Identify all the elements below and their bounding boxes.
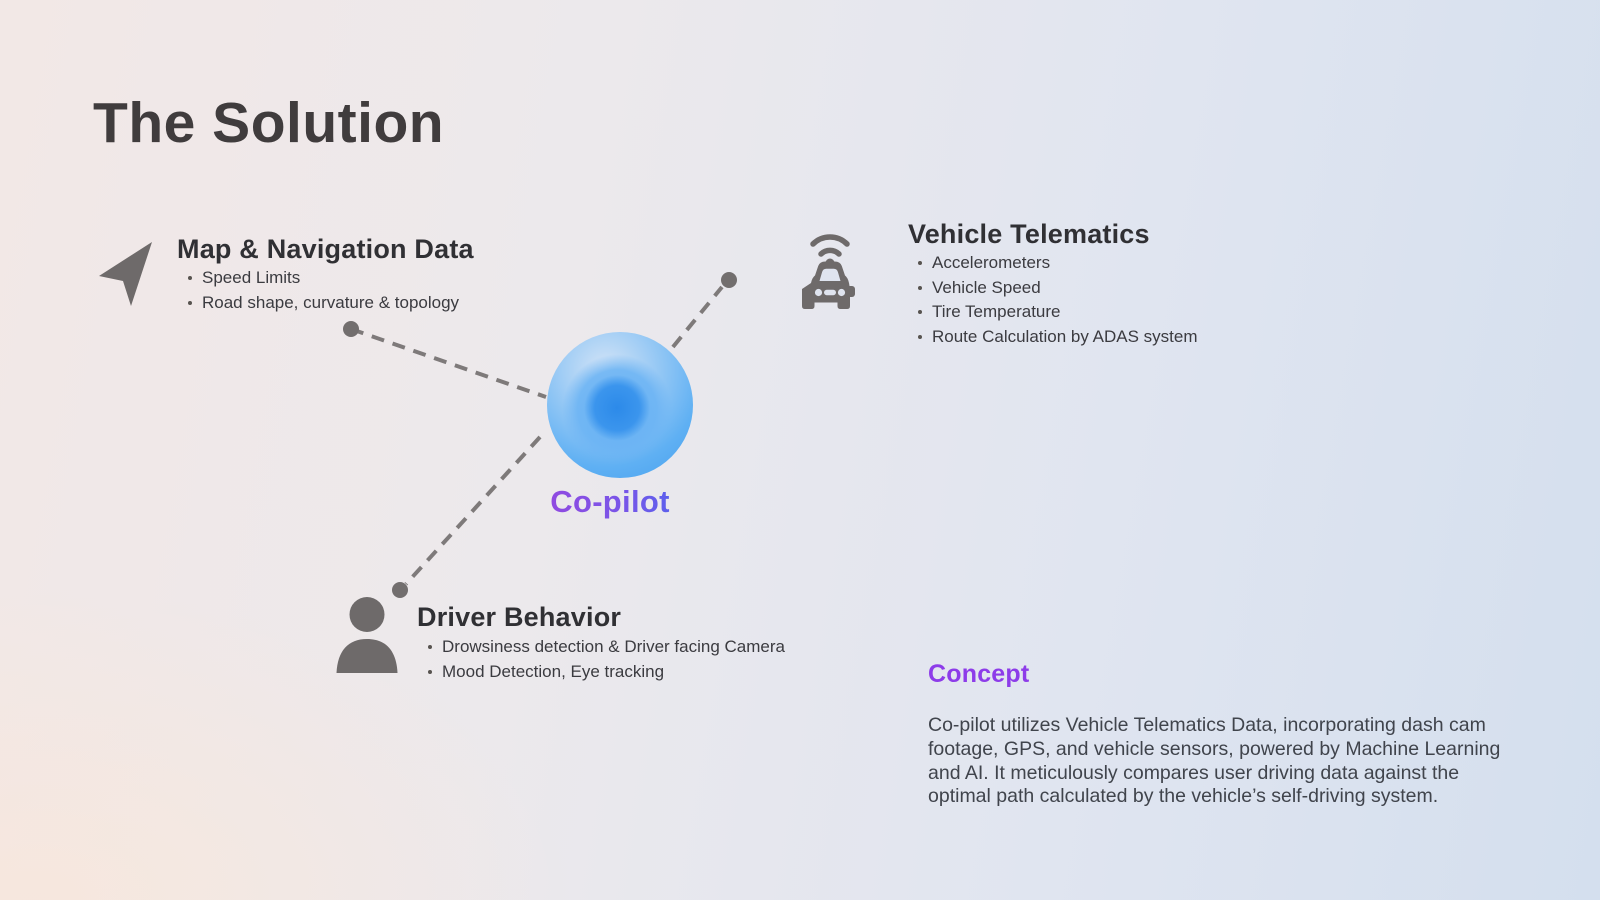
node-title-driver-behavior: Driver Behavior [417,602,622,632]
bullet-dot-icon [918,334,922,339]
bullet-text: Tire Temperature [932,302,1061,321]
bullet-dot-icon [918,261,922,265]
bullet-item: Drowsiness detection & Driver facing Cam… [428,635,785,660]
bullet-text: Vehicle Speed [932,277,1041,297]
bullet-item: Road shape, curvature & topology [188,291,459,316]
node-title-map-navigation: Map & Navigation Data [177,234,474,264]
bullet-item: Vehicle Speed [918,276,1198,301]
connector-dot [343,321,359,337]
copilot-label: Co-pilot [505,484,715,520]
bullet-dot-icon [428,669,432,674]
connected-car-icon [798,224,862,324]
bullet-dot-icon [188,300,192,305]
bullet-text: Road shape, curvature & topology [202,292,460,312]
bullet-dot-icon [428,645,432,649]
bullet-text: Speed Limits [202,268,301,287]
node-title-vehicle-telematics: Vehicle Telematics [908,219,1150,249]
bullet-text: Accelerometers [932,253,1051,272]
bullet-text: Route Calculation by ADAS system [932,326,1198,346]
bullet-text: Mood Detection, Eye tracking [442,661,665,681]
connector-dot [392,582,408,598]
bullet-item: Speed Limits [188,266,459,291]
navigation-arrow-icon [95,240,157,308]
bullet-dot-icon [918,285,922,290]
copilot-orb [547,332,693,478]
concept-body: Co-pilot utilizes Vehicle Telematics Dat… [928,714,1501,808]
bullet-item: Accelerometers [918,251,1198,276]
page-title: The Solution [93,91,445,155]
bullet-item: Route Calculation by ADAS system [918,325,1198,350]
bullet-text: Drowsiness detection & Driver facing Cam… [442,637,785,656]
bullet-item: Mood Detection, Eye tracking [428,660,785,685]
person-icon [334,597,398,673]
concept-heading: Concept [928,660,1030,688]
bullet-item: Tire Temperature [918,300,1198,325]
bullet-dot-icon [188,276,192,280]
bullet-dot-icon [918,310,922,314]
connector-dot [721,272,737,288]
